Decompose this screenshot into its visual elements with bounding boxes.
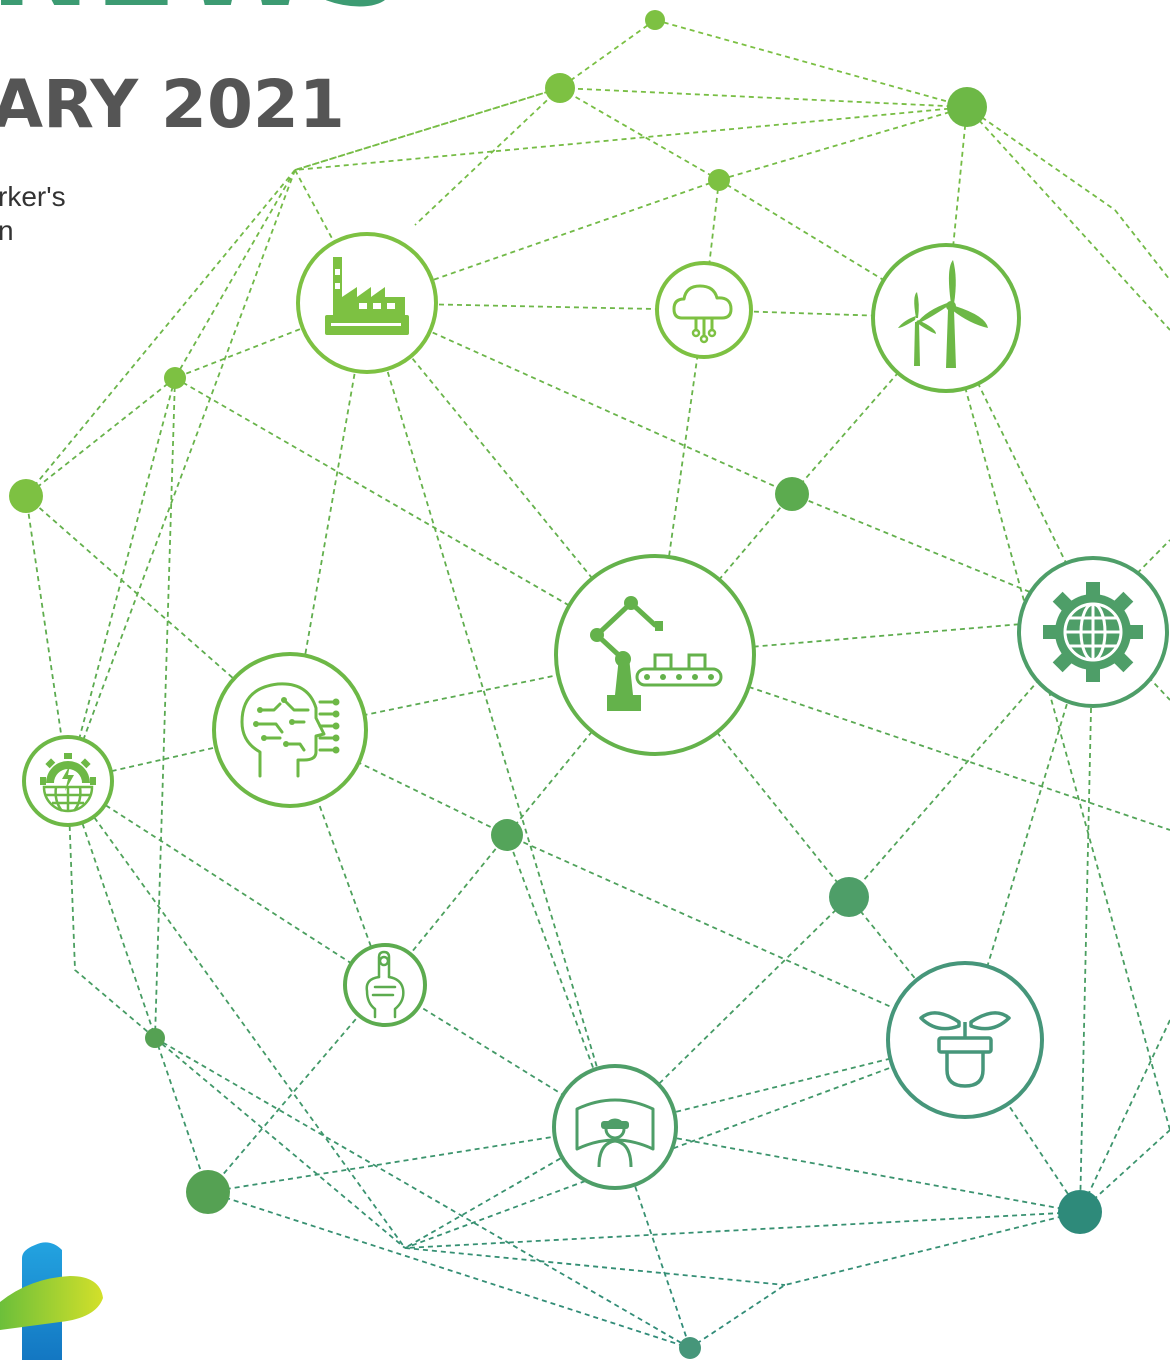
globe-gear-icon [1017, 556, 1169, 708]
factory-icon [296, 232, 438, 374]
robot-arm-conveyor-icon [554, 554, 756, 756]
touch-finger-icon [343, 943, 427, 1027]
intro-line-1: rker's [0, 181, 66, 212]
intro-text: rker's n [0, 180, 66, 248]
node-dot [1058, 1190, 1102, 1234]
issue-date-heading: ARY 2021 [0, 66, 345, 143]
node-dot [708, 169, 730, 191]
node-dot [679, 1337, 701, 1359]
network-dots [9, 10, 1102, 1359]
energy-globe-icon [22, 735, 114, 827]
wind-turbine-icon [871, 243, 1021, 393]
plant-pot-icon [886, 961, 1044, 1119]
node-dot [9, 479, 43, 513]
intro-line-2: n [0, 215, 14, 246]
node-dot [645, 10, 665, 30]
node-dot [947, 87, 987, 127]
ai-head-icon [212, 652, 368, 808]
cloud-network-icon [655, 261, 753, 359]
node-dot [775, 477, 809, 511]
node-dot [145, 1028, 165, 1048]
node-dot [164, 367, 186, 389]
node-dot [491, 819, 523, 851]
network-edges [25, 19, 1170, 1349]
node-dot [545, 73, 575, 103]
brand-logo [0, 1242, 103, 1360]
vr-worker-icon [552, 1064, 678, 1190]
node-dot [186, 1170, 230, 1214]
newsletter-title: NEWS [0, 0, 407, 25]
node-dot [829, 877, 869, 917]
